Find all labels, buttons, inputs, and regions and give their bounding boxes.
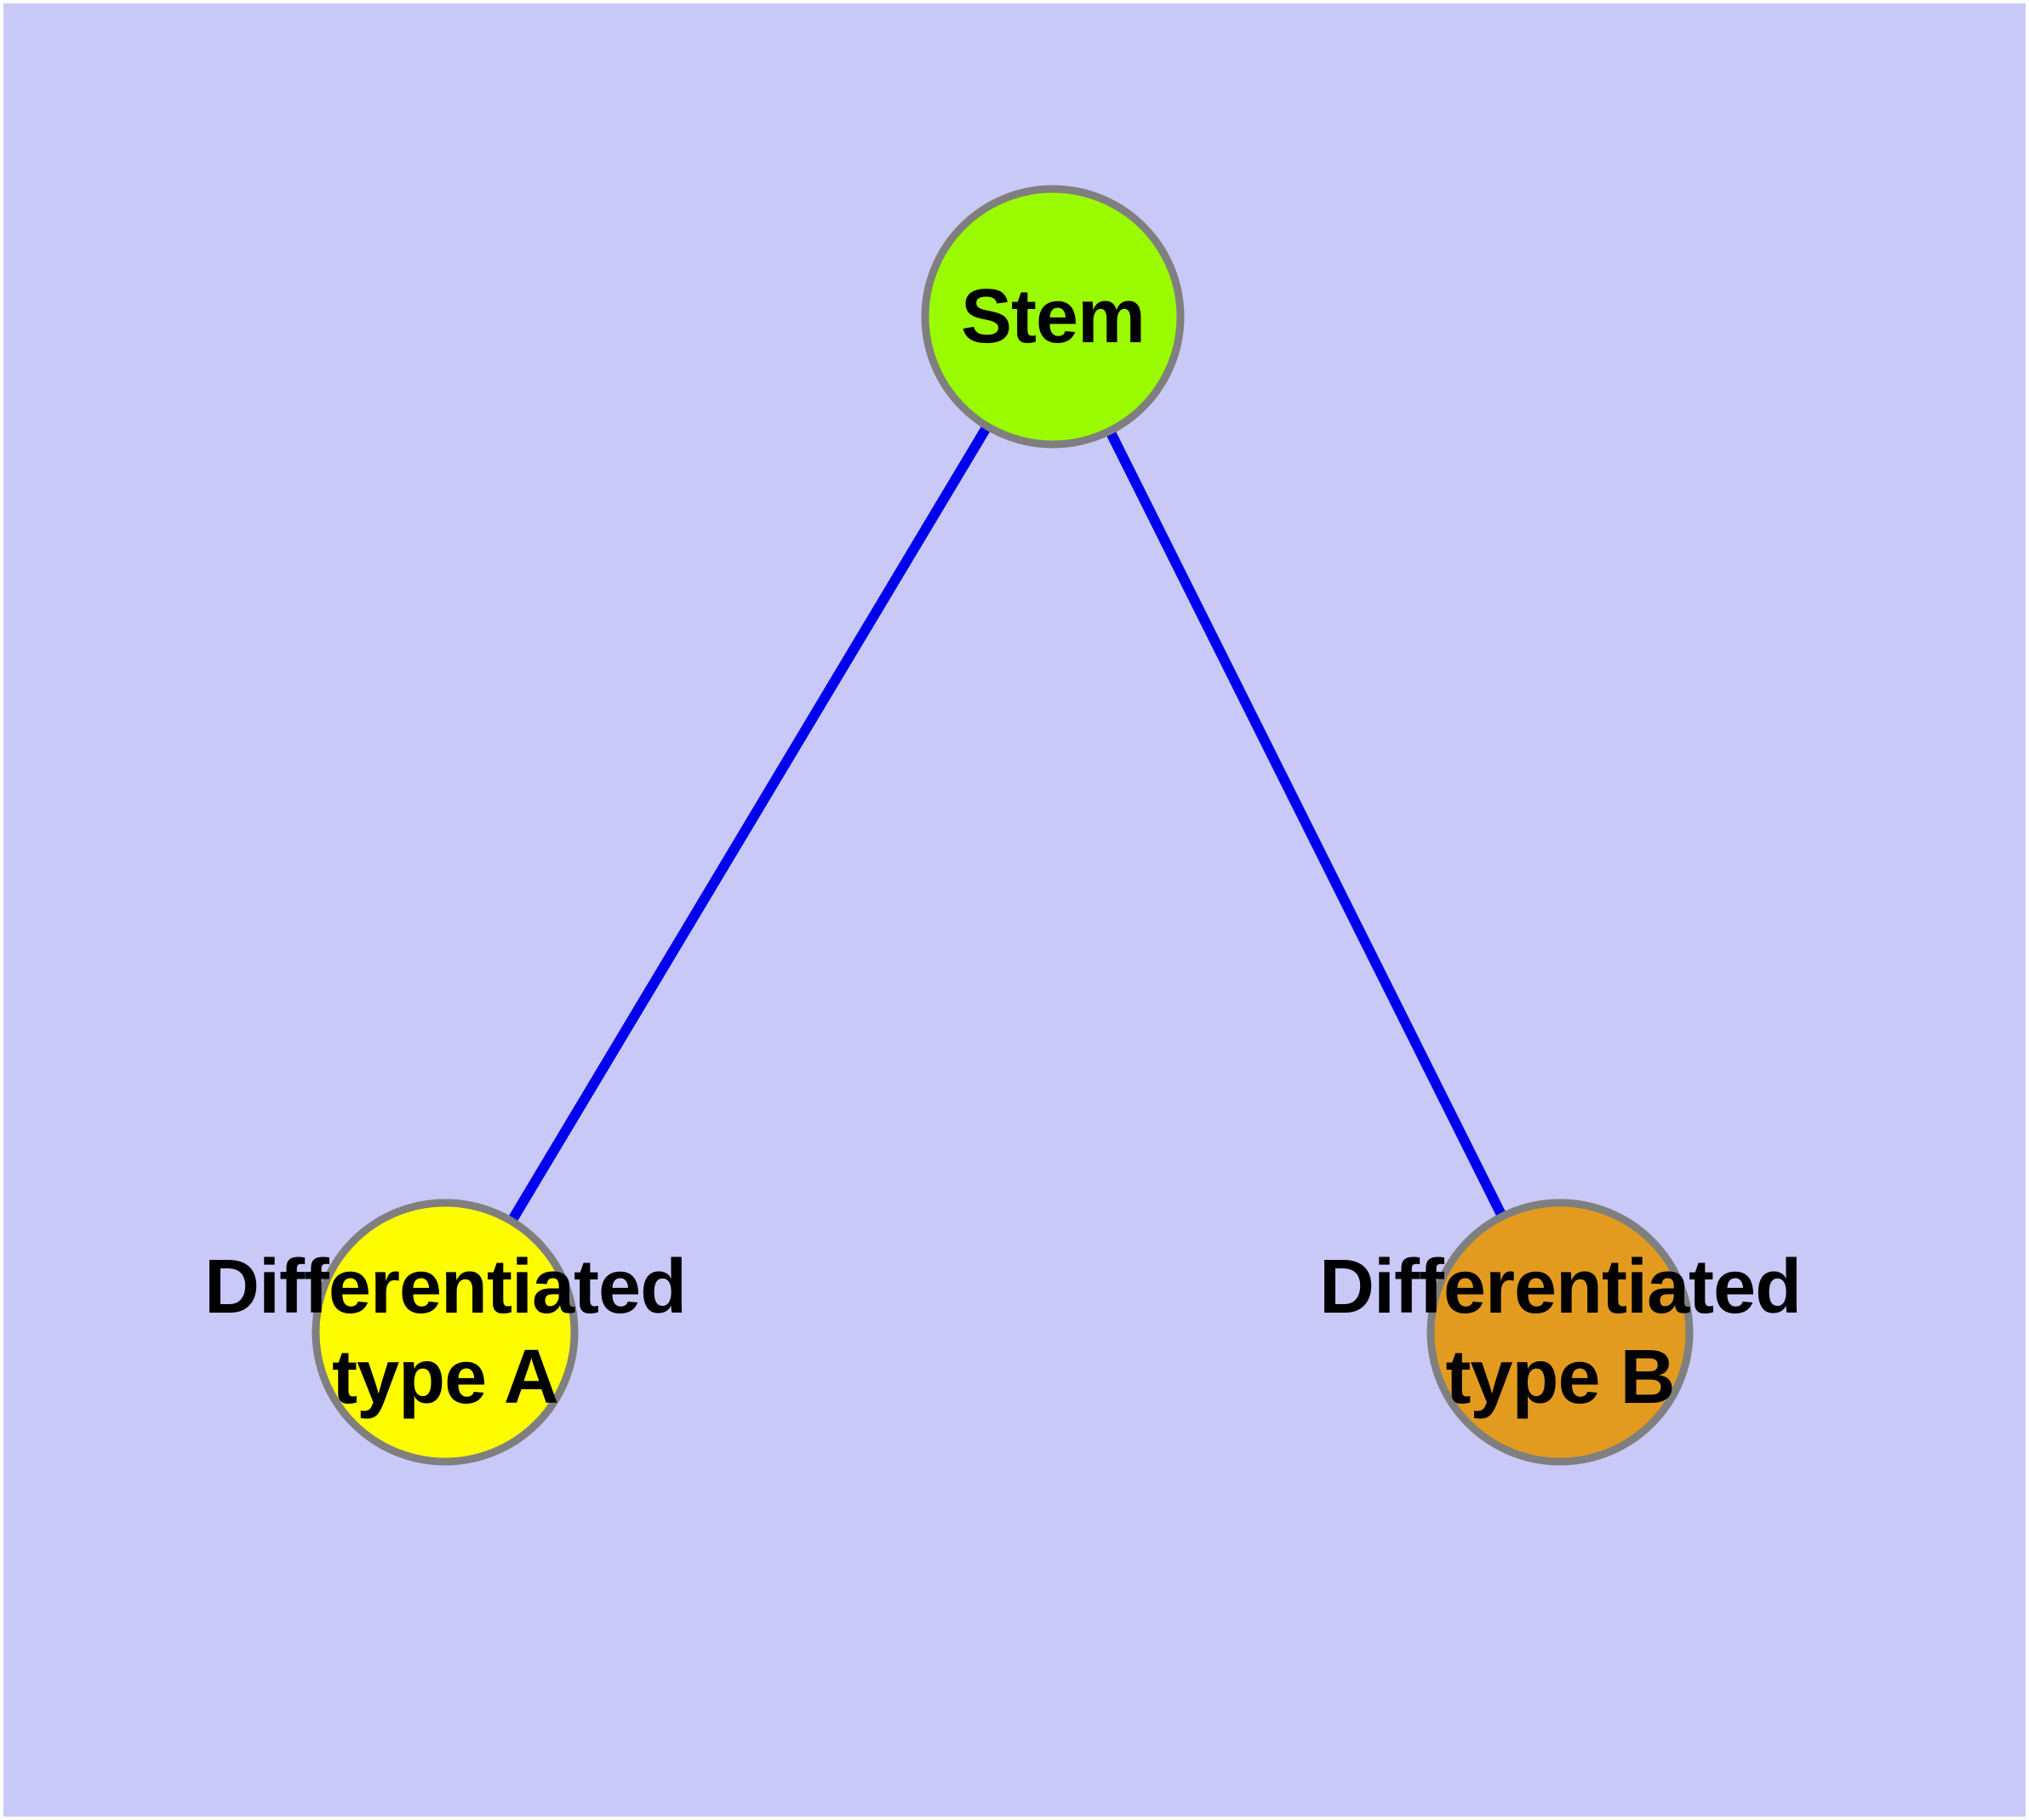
node-stem-circle — [921, 185, 1185, 449]
node-label-type-b: Differentiated type B — [1318, 1242, 1802, 1422]
node-label-type-a: Differentiated type A — [203, 1242, 687, 1422]
node-label-line: Differentiated — [1318, 1245, 1802, 1330]
node-label-line: Stem — [960, 274, 1146, 359]
node-label-stem: Stem — [960, 272, 1146, 362]
node-label-line: type B — [1445, 1335, 1675, 1420]
node-type-b-circle — [1426, 1199, 1694, 1466]
edge-stem-to-type-a — [440, 313, 1058, 1336]
node-type-a-circle — [311, 1199, 579, 1466]
edge-stem-to-type-b — [1048, 314, 1565, 1335]
node-label-line: Differentiated — [203, 1245, 687, 1330]
node-label-line: type A — [332, 1335, 559, 1420]
